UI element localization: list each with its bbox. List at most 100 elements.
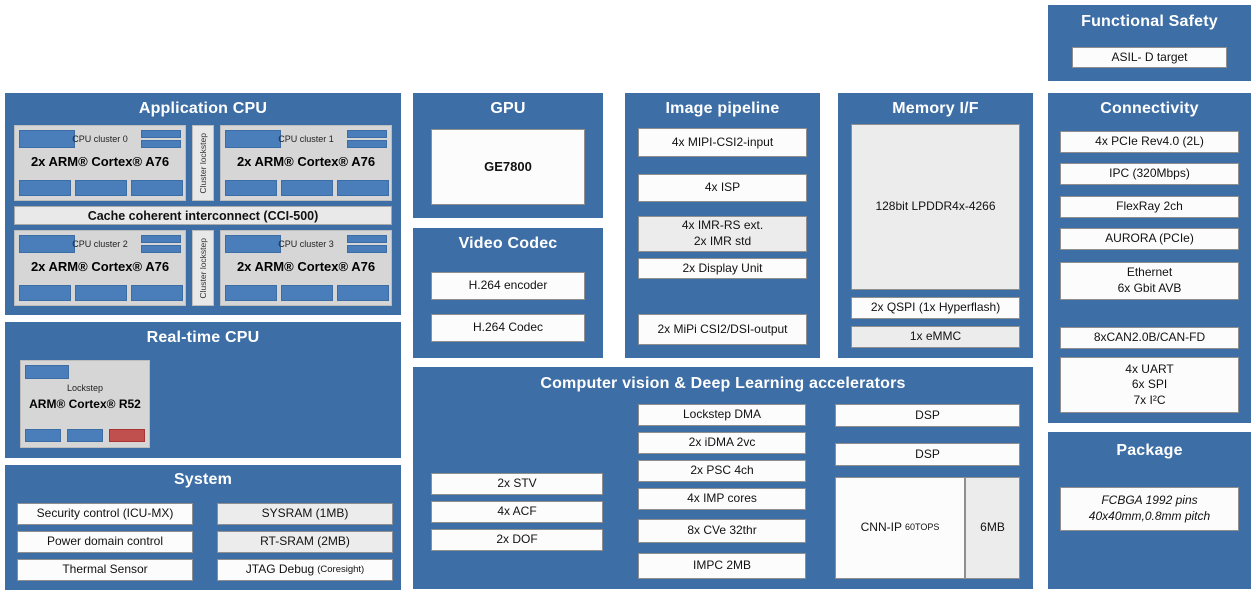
- emmc-item: 1x eMMC: [851, 326, 1020, 348]
- cv-item: 2x iDMA 2vc: [638, 432, 806, 454]
- cache-block: [75, 285, 127, 301]
- cluster-name: CPU cluster 3: [278, 239, 334, 249]
- cache-block: [75, 180, 127, 196]
- cpu-cluster-1: CPU cluster 1 2x ARM® Cortex® A76: [220, 125, 392, 201]
- cpu-core-block: [225, 130, 281, 148]
- dsp-item: DSP: [835, 443, 1020, 466]
- cache-block: [225, 180, 277, 196]
- dsp-item: DSP: [835, 404, 1020, 427]
- cnn-ip-tops-label: 60TOPS: [904, 522, 940, 533]
- functional-safety-title: Functional Safety: [1081, 13, 1218, 30]
- qspi-item: 2x QSPI (1x Hyperflash): [851, 297, 1020, 319]
- cache-block: [337, 285, 389, 301]
- cluster-chip-label: 2x ARM® Cortex® A76: [30, 154, 170, 169]
- connectivity-item: IPC (320Mbps): [1060, 163, 1239, 185]
- cluster-lockstep-strip: Cluster lockstep: [192, 230, 214, 306]
- cpu-core-block: [347, 130, 387, 138]
- cv-item: IMPC 2MB: [638, 553, 806, 579]
- image-pipeline-item: 4x IMR-RS ext. 2x IMR std: [638, 216, 807, 252]
- application-cpu-title: Application CPU: [138, 100, 268, 117]
- system-item: Thermal Sensor: [17, 559, 193, 581]
- image-pipeline-item: 2x MiPi CSI2/DSI-output: [638, 314, 807, 345]
- realtime-cpu-panel: Real-time CPU Lockstep ARM® Cortex® R52: [5, 322, 401, 458]
- system-panel: System Security control (ICU-MX) Power d…: [5, 465, 401, 590]
- cpu-cluster-3: CPU cluster 3 2x ARM® Cortex® A76: [220, 230, 392, 306]
- jtag-debug-item: JTAG Debug (Coresight): [217, 559, 393, 581]
- cluster-name: CPU cluster 1: [278, 134, 334, 144]
- cpu-core-block: [19, 235, 75, 253]
- cache-block: [19, 285, 71, 301]
- package-title: Package: [1116, 442, 1183, 459]
- r52-lockstep-label: Lockstep: [66, 383, 104, 393]
- cache-block: [25, 429, 61, 442]
- cluster-name: CPU cluster 2: [72, 239, 128, 249]
- connectivity-title: Connectivity: [1100, 100, 1199, 117]
- system-item: SYSRAM (1MB): [217, 503, 393, 525]
- cpu-core-block: [347, 140, 387, 148]
- cache-block: [281, 180, 333, 196]
- gpu-item: GE7800: [431, 129, 585, 205]
- memory-if-panel: Memory I/F 128bit LPDDR4x-4266 2x QSPI (…: [838, 93, 1033, 358]
- connectivity-item: 8xCAN2.0B/CAN-FD: [1060, 327, 1239, 349]
- cpu-core-block: [141, 130, 181, 138]
- cache-block: [131, 180, 183, 196]
- cluster-lockstep-label: Cluster lockstep: [198, 132, 208, 194]
- cnn-sram-item: 6MB: [965, 477, 1020, 579]
- cluster-lockstep-label: Cluster lockstep: [198, 237, 208, 299]
- connectivity-panel: Connectivity 4x PCIe Rev4.0 (2L) IPC (32…: [1048, 93, 1251, 423]
- cpu-core-block: [25, 365, 69, 379]
- video-codec-panel: Video Codec H.264 encoder H.264 Codec: [413, 228, 603, 358]
- cnn-ip-label: CNN-IP: [860, 520, 902, 535]
- functional-safety-panel: Functional Safety ASIL- D target: [1048, 5, 1251, 81]
- safety-block: [109, 429, 145, 442]
- image-pipeline-item: 2x Display Unit: [638, 258, 807, 279]
- cache-block: [281, 285, 333, 301]
- video-codec-item: H.264 encoder: [431, 272, 585, 300]
- cv-item: Lockstep DMA: [638, 404, 806, 426]
- jtag-debug-label: JTAG Debug: [245, 562, 315, 577]
- cpu-core-block: [141, 140, 181, 148]
- image-pipeline-item: 4x MIPI-CSI2-input: [638, 128, 807, 157]
- package-item: FCBGA 1992 pins 40x40mm,0.8mm pitch: [1060, 487, 1239, 531]
- cache-block: [337, 180, 389, 196]
- system-title: System: [173, 471, 233, 488]
- memory-if-title: Memory I/F: [892, 100, 979, 117]
- cache-block: [131, 285, 183, 301]
- cache-block: [19, 180, 71, 196]
- cluster-chip-label: 2x ARM® Cortex® A76: [236, 154, 376, 169]
- cache-coherent-interconnect: Cache coherent interconnect (CCI-500): [14, 206, 392, 225]
- system-item: RT-SRAM (2MB): [217, 531, 393, 553]
- video-codec-title: Video Codec: [458, 235, 558, 252]
- lpddr-item: 128bit LPDDR4x-4266: [851, 124, 1020, 290]
- image-pipeline-item: 4x ISP: [638, 174, 807, 202]
- package-panel: Package FCBGA 1992 pins 40x40mm,0.8mm pi…: [1048, 432, 1251, 589]
- video-codec-item: H.264 Codec: [431, 314, 585, 342]
- connectivity-item: 4x UART 6x SPI 7x I²C: [1060, 357, 1239, 413]
- gpu-title: GPU: [490, 100, 526, 117]
- realtime-cpu-title: Real-time CPU: [146, 329, 260, 346]
- cpu-cluster-0: CPU cluster 0 2x ARM® Cortex® A76: [14, 125, 186, 201]
- cache-block: [225, 285, 277, 301]
- r52-block: Lockstep ARM® Cortex® R52: [20, 360, 150, 448]
- cv-dl-title: Computer vision & Deep Learning accelera…: [540, 375, 906, 392]
- cpu-core-block: [141, 235, 181, 243]
- cluster-chip-label: 2x ARM® Cortex® A76: [236, 259, 376, 274]
- cv-item: 2x PSC 4ch: [638, 460, 806, 482]
- cpu-core-block: [19, 130, 75, 148]
- cpu-core-block: [225, 235, 281, 253]
- cpu-core-block: [347, 245, 387, 253]
- cache-block: [67, 429, 103, 442]
- jtag-debug-sublabel: (Coresight): [317, 563, 365, 575]
- r52-chip-label: ARM® Cortex® R52: [29, 397, 141, 411]
- asil-item: ASIL- D target: [1072, 47, 1227, 68]
- image-pipeline-panel: Image pipeline 4x MIPI-CSI2-input 4x ISP…: [625, 93, 820, 358]
- cluster-name: CPU cluster 0: [72, 134, 128, 144]
- connectivity-item: FlexRay 2ch: [1060, 196, 1239, 218]
- cv-item: 2x DOF: [431, 529, 603, 551]
- cv-item: 4x IMP cores: [638, 488, 806, 510]
- system-item: Security control (ICU-MX): [17, 503, 193, 525]
- connectivity-item: Ethernet 6x Gbit AVB: [1060, 262, 1239, 300]
- system-item: Power domain control: [17, 531, 193, 553]
- cluster-lockstep-strip: Cluster lockstep: [192, 125, 214, 201]
